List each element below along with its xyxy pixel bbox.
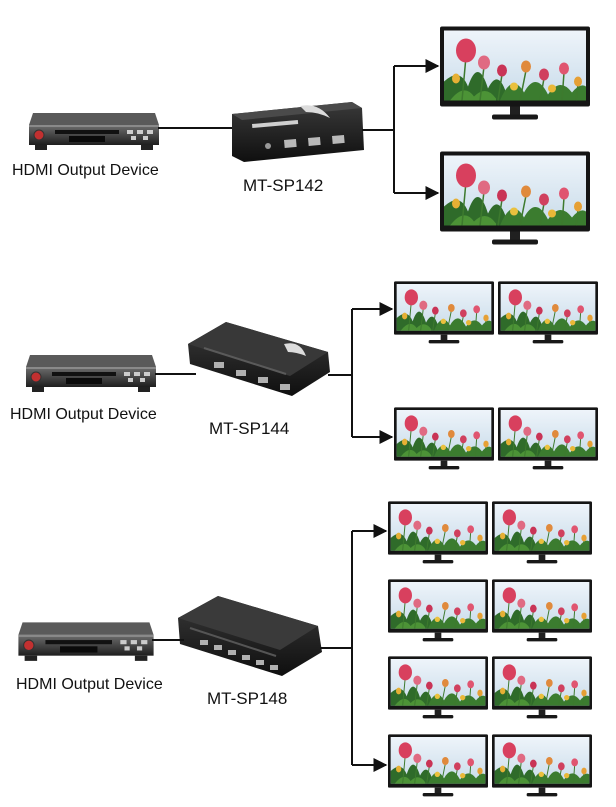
splitter-sp142: [232, 102, 364, 162]
tv-sp148-1: [388, 500, 488, 564]
tv-sp148-6: [492, 655, 592, 719]
tv-sp148-4: [492, 578, 592, 642]
tv-sp142-1: [440, 25, 590, 121]
model-label-sp142: MT-SP142: [243, 176, 324, 195]
tv-sp148-5: [388, 655, 488, 719]
tv-sp148-7: [388, 733, 488, 797]
tv-sp142-2: [440, 150, 590, 246]
hdmi-output-device-1: [28, 112, 160, 151]
tv-sp144-1: [394, 280, 494, 344]
source-label-3: HDMI Output Device: [16, 676, 163, 693]
tv-sp148-3: [388, 578, 488, 642]
model-label-sp148: MT-SP148: [207, 689, 288, 708]
section-sp142: [28, 25, 590, 246]
hdmi-output-device-3: [18, 621, 154, 662]
hdmi-output-device-2: [25, 354, 157, 393]
section-sp144: [25, 280, 598, 470]
section-sp148: [18, 500, 592, 797]
tv-sp144-3: [394, 406, 494, 470]
tv-sp144-2: [498, 280, 598, 344]
source-label-1: HDMI Output Device: [12, 162, 159, 179]
splitter-sp148: [178, 596, 322, 676]
source-label-2: HDMI Output Device: [10, 406, 157, 423]
tv-sp144-4: [498, 406, 598, 470]
tv-sp148-8: [492, 733, 592, 797]
tv-sp148-2: [492, 500, 592, 564]
splitter-sp144: [188, 322, 330, 396]
model-label-sp144: MT-SP144: [209, 419, 290, 438]
